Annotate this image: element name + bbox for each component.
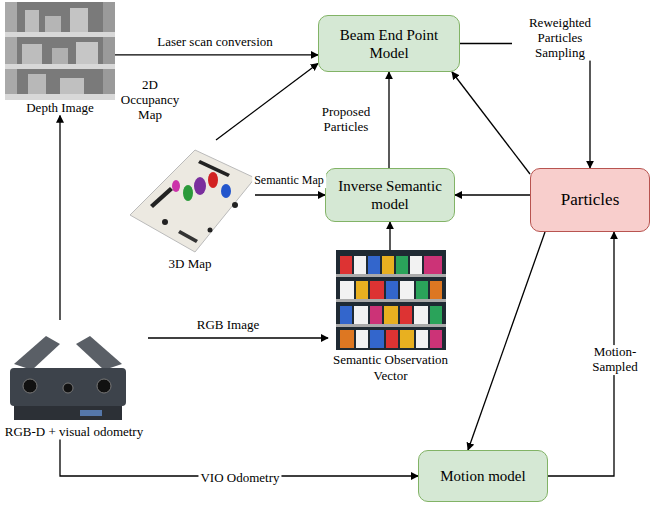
- semantic-observation-picture: [336, 250, 446, 350]
- arrow-connector: [255, 194, 325, 195]
- 3d-map-picture: [130, 150, 255, 252]
- process-box: Inverse Semantic model: [325, 168, 455, 222]
- arrow-connector: [452, 72, 530, 174]
- depth-image-picture: [5, 2, 115, 100]
- image-caption: Depth Image: [5, 100, 115, 116]
- edge-label: Proposed Particles: [308, 105, 384, 135]
- edge-label: Laser scan conversion: [155, 35, 275, 50]
- edge-label: RGB Image: [195, 318, 261, 333]
- rgbd-camera-picture: [10, 336, 126, 420]
- arrow-connector: [148, 337, 328, 338]
- box-text: Inverse Semantic model: [332, 177, 448, 213]
- arrow-connector: [59, 116, 60, 320]
- edge-label: Semantic Map: [252, 174, 326, 188]
- image-caption: 3D Map: [125, 256, 255, 272]
- image-caption: Semantic Observation Vector: [328, 352, 453, 383]
- arrow-connector: [389, 222, 390, 250]
- image-node: Depth Image: [5, 2, 115, 116]
- box-text: Beam End Point Model: [325, 26, 453, 62]
- process-box: Motion model: [418, 450, 548, 502]
- arrow-connector: [388, 72, 389, 168]
- edge-label: 2D Occupancy Map: [115, 78, 185, 123]
- edge-label: Reweighted Particles Sampling: [512, 16, 608, 61]
- process-box: Beam End Point Model: [318, 15, 460, 72]
- arrow-connector: [460, 44, 590, 169]
- arrow-connector: [115, 54, 318, 55]
- arrow-connector: [455, 194, 530, 195]
- image-caption: RGB-D + visual odometry: [0, 424, 148, 440]
- box-text: Motion model: [440, 467, 525, 485]
- edge-label: Motion-Sampled: [590, 345, 639, 375]
- state-box: Particles: [530, 168, 650, 232]
- arrow-connector: [216, 63, 318, 140]
- image-node: RGB-D + visual odometry: [0, 320, 148, 440]
- image-node: 3D Map: [125, 140, 255, 272]
- edge-label: VIO Odometry: [198, 471, 281, 486]
- arrow-connector: [468, 232, 545, 450]
- box-text: Particles: [561, 190, 620, 210]
- image-node: Semantic Observation Vector: [328, 250, 453, 383]
